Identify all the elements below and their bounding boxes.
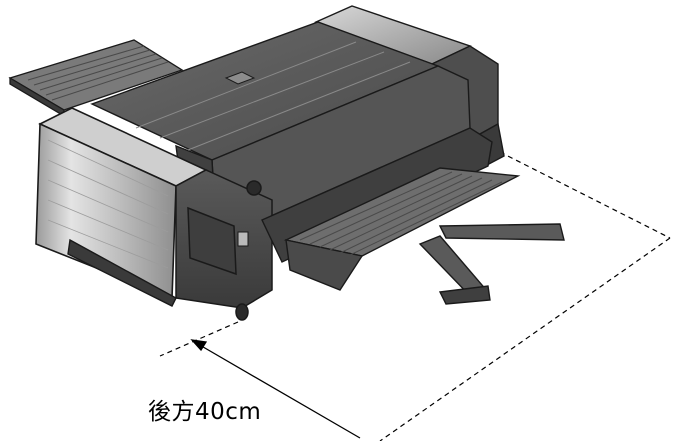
front-panel — [175, 169, 273, 321]
clearance-guide — [159, 147, 671, 441]
rear-paper-support — [8, 39, 184, 118]
tray-extension — [418, 223, 565, 305]
clearance-arrow — [190, 339, 361, 439]
output-tray — [283, 167, 521, 291]
clearance-label: 後方40cm — [148, 399, 262, 425]
